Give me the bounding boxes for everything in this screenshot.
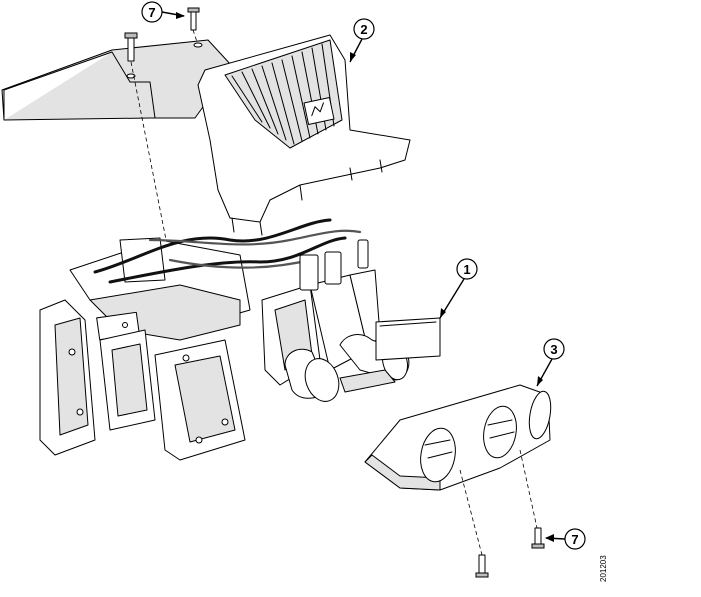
left-bracket [39,299,156,456]
screw-bottom-left [475,554,489,578]
callout-7-bottom: 7 [545,528,586,550]
screw-top-right [187,7,200,31]
screw-top-left [124,32,138,62]
callout-7-bottom-label: 7 [571,532,578,547]
callout-2-label: 2 [360,22,367,37]
connector-assembly [261,239,410,402]
callout-7-top: 7 [141,1,185,23]
base-chassis [69,237,251,341]
cable-bundle [93,218,362,284]
callout-2: 2 [349,18,375,63]
figure-id: 201203 [599,555,608,582]
mounting-plate [1,39,233,121]
center-bracket [154,339,246,461]
module-item-1 [375,317,441,361]
callout-7-top-label: 7 [148,5,155,20]
callout-3: 3 [536,338,565,387]
front-bezel [364,384,552,491]
callout-1: 1 [439,258,478,319]
top-cover [197,34,411,236]
screw-bottom-right [531,527,545,549]
callout-1-label: 1 [463,262,470,277]
callout-3-label: 3 [550,342,557,357]
